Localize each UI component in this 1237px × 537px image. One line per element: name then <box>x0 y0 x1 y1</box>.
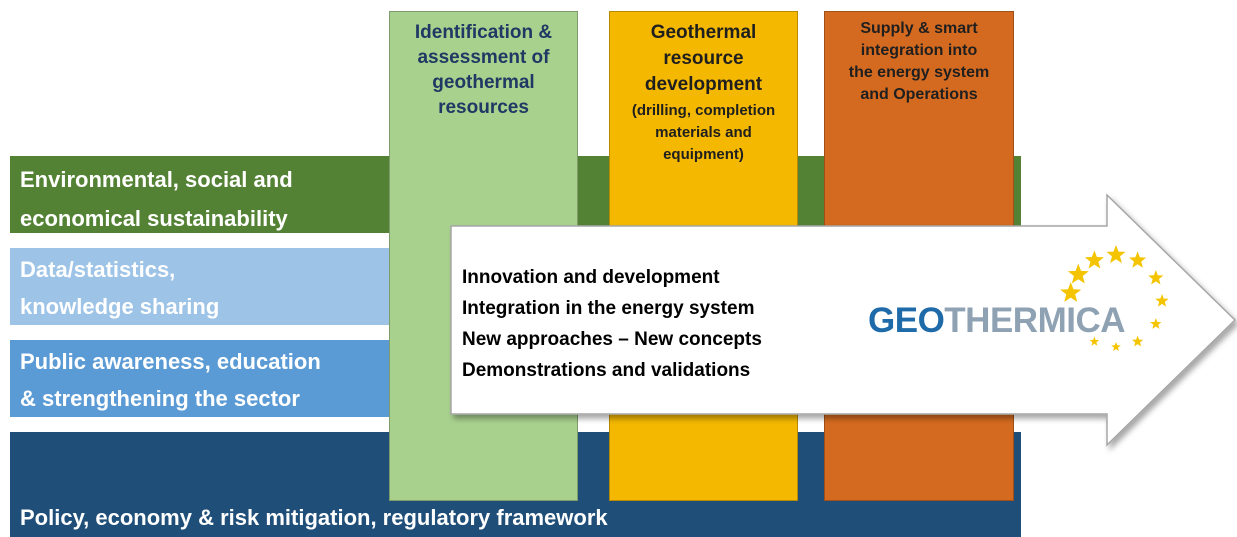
band-public-line-2: & strengthening the sector <box>20 386 300 411</box>
arrow-line-demonstrations: Demonstrations and validations <box>462 360 751 381</box>
band-policy-label: Policy, economy & risk mitigation, regul… <box>20 505 608 530</box>
logo-geo-text: GEO <box>868 301 945 340</box>
logo-star <box>1131 335 1144 347</box>
column-supply-line-1: Supply & smart <box>860 20 978 37</box>
column-geothermal-subtitle-line-3: equipment) <box>663 146 744 163</box>
column-geothermal-title-line-3: development <box>644 74 763 95</box>
band-data-statistics: Data/statistics, knowledge sharing <box>10 248 390 325</box>
column-geothermal-title-line-1: Geothermal <box>650 22 757 43</box>
logo-wordmark: GEOTHERMICA <box>868 299 1126 343</box>
column-geothermal-subtitle-line-2: materials and <box>655 124 752 141</box>
arrow-line-innovation: Innovation and development <box>462 267 720 288</box>
arrow-line-approaches: New approaches – New concepts <box>462 329 762 350</box>
column-identification-line-3: geothermal <box>432 72 535 93</box>
arrow-shape <box>450 193 1237 447</box>
logo-star <box>1129 251 1147 268</box>
band-environmental-line-2: economical sustainability <box>20 206 288 231</box>
column-identification-line-4: resources <box>438 97 529 118</box>
column-geothermal-title-line-2: resource <box>663 48 744 69</box>
geothermica-logo: GEOTHERMICA <box>868 239 1168 369</box>
band-public-awareness: Public awareness, education & strengthen… <box>10 340 390 417</box>
logo-star <box>1084 250 1104 269</box>
logo-star <box>1155 294 1168 307</box>
band-environmental-line-1: Environmental, social and <box>20 167 293 192</box>
column-geothermal-subtitle-line-1: (drilling, completion <box>631 102 776 119</box>
star-ring-icon <box>1060 245 1168 351</box>
column-identification-line-2: assessment of <box>417 47 550 68</box>
logo-star <box>1111 342 1121 351</box>
column-supply-line-4: and Operations <box>860 86 978 103</box>
logo-star <box>1106 245 1126 264</box>
band-data-line-2: knowledge sharing <box>20 294 220 319</box>
column-identification-line-1: Identification & <box>414 22 553 43</box>
logo-star <box>1148 270 1164 285</box>
band-public-line-1: Public awareness, education <box>20 349 321 374</box>
logo-thermica-text: THERMICA <box>944 301 1126 340</box>
arrow-text-block: Innovation and development Integration i… <box>462 262 762 386</box>
band-data-line-1: Data/statistics, <box>20 257 176 282</box>
logo-star <box>1067 263 1089 284</box>
arrow-line-integration: Integration in the energy system <box>462 298 755 319</box>
logo-star <box>1089 336 1100 346</box>
column-supply-line-3: the energy system <box>848 64 990 81</box>
logo-star <box>1150 318 1162 329</box>
logo-star <box>1060 282 1082 302</box>
column-supply-line-2: integration into <box>860 42 978 59</box>
